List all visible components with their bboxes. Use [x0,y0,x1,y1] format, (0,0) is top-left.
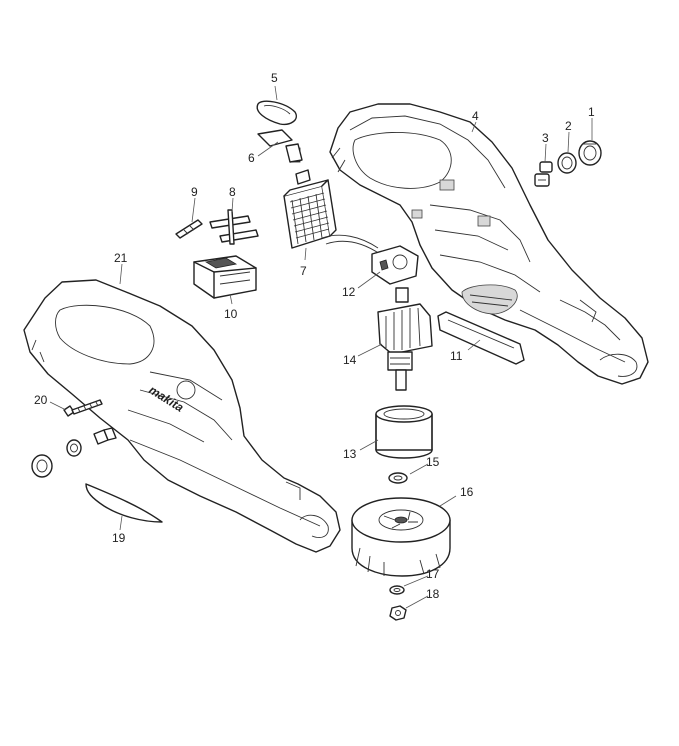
part-6-switch-lever [257,129,303,163]
part-20-screw [63,399,103,417]
part-1-ring [578,140,602,166]
part-number-17: 17 [426,567,440,581]
part-17-washer [389,585,405,595]
part-number-20: 20 [34,393,48,407]
part-number-3: 3 [542,131,549,145]
part-number-7: 7 [300,264,307,278]
leader-lines [49,85,593,609]
right-housing-half [329,103,649,385]
part-13-sleeve [375,405,433,459]
part-number-4: 4 [472,109,479,123]
part-number-19: 19 [112,531,126,545]
part-number-1: 1 [588,105,595,119]
part-5-cap [256,100,297,126]
part-number-2: 2 [565,119,572,133]
part-number-9: 9 [191,185,198,199]
part-2-ring [557,152,577,174]
part-number-15: 15 [426,455,440,469]
part-18-nut [389,605,407,621]
part-number-5: 5 [271,71,278,85]
part-number-21: 21 [114,251,128,265]
left-housing-half: makita [23,279,341,553]
part-number-18: 18 [426,587,440,601]
part-number-labels: 1 2 3 4 5 6 7 8 9 10 11 12 13 14 15 16 1… [34,71,595,601]
left-housing-small-parts [31,427,117,478]
part-number-14: 14 [343,353,357,367]
part-16-fan [351,497,451,577]
part-3-screw-clip [534,161,553,187]
part-12-switch [321,234,419,285]
part-number-8: 8 [229,185,236,199]
part-14-armature [377,287,433,391]
part-number-6: 6 [248,151,255,165]
part-10-terminal-block [193,255,257,299]
part-9-spring [175,219,203,239]
part-number-11: 11 [450,349,463,363]
part-number-10: 10 [224,307,238,321]
part-19-blade [85,483,163,523]
part-number-13: 13 [343,447,357,461]
part-number-12: 12 [342,285,356,299]
part-7-filter [283,169,337,249]
part-11-plate [437,311,525,365]
part-number-16: 16 [460,485,474,499]
part-8-terminal [209,209,259,245]
part-15-washer [388,472,408,484]
